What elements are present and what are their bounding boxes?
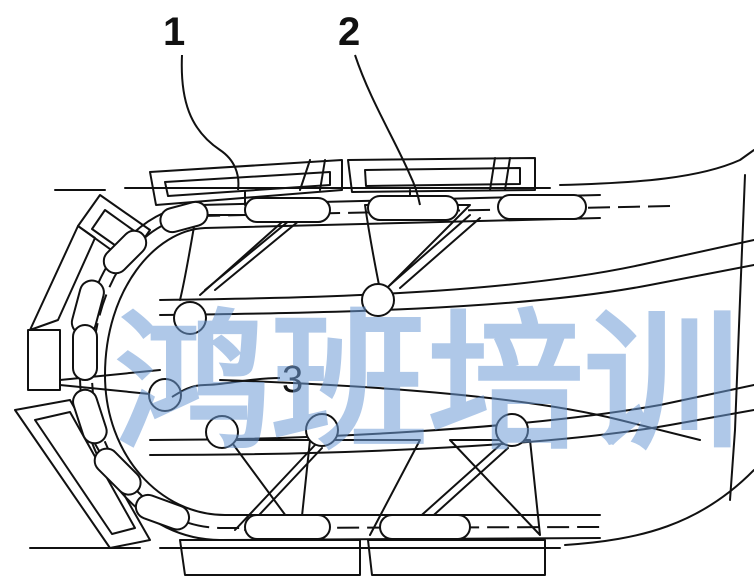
chain-link — [102, 229, 148, 275]
chain-link — [244, 197, 331, 223]
chain-link — [72, 388, 108, 445]
leader-line-3 — [171, 377, 281, 398]
chain-link — [497, 194, 587, 220]
inner-rail-5 — [219, 379, 701, 441]
pivot-roller — [205, 415, 239, 449]
chain-links — [70, 194, 587, 540]
pivot-roller — [361, 283, 395, 317]
right-vertical-edge — [729, 174, 746, 501]
inner-rail-2 — [159, 264, 754, 316]
chain-link — [93, 447, 142, 496]
bottom-bracket-1 — [179, 539, 361, 576]
bottom-bracket-2 — [367, 539, 546, 576]
leader-lines — [171, 54, 421, 398]
callout-label-3: 3 — [282, 359, 303, 401]
chain-link — [159, 200, 209, 234]
left-housing-bottom-inner — [34, 411, 136, 535]
pivot-roller — [173, 301, 207, 335]
center-chevron — [59, 369, 161, 396]
inner-rail-1 — [159, 239, 754, 301]
chain-link — [367, 195, 459, 221]
callout-label-2: 2 — [338, 10, 360, 54]
watermark: 鸿班培训 — [115, 297, 740, 471]
top-bracket-1 — [149, 159, 343, 206]
callout-label-1: 1 — [163, 10, 185, 54]
pivot-roller — [148, 378, 182, 412]
lower-support-left — [229, 439, 311, 536]
pivot-roller — [305, 413, 339, 447]
top-frame-line — [54, 187, 551, 191]
chain-link — [244, 514, 331, 540]
top-bracket-1-inner — [164, 171, 331, 197]
upper-strut-a — [204, 219, 301, 291]
right-housing-curve — [559, 149, 754, 186]
lower-struts — [234, 444, 509, 533]
left-housing-bottom — [14, 399, 151, 549]
pivot-rollers — [148, 283, 529, 449]
top-bracket-2-inner — [364, 167, 521, 187]
leader-line-2 — [354, 54, 421, 206]
lower-support-right — [449, 439, 541, 536]
upper-strut-b — [389, 214, 481, 289]
lower-support-mid — [319, 439, 421, 536]
left-housing-side — [27, 329, 61, 391]
chain-link — [72, 324, 98, 381]
pivot-roller — [495, 413, 529, 447]
inner-rail-4 — [149, 409, 754, 456]
leader-line-1 — [180, 54, 240, 191]
top-bracket-ribs — [244, 157, 511, 206]
chain-link — [134, 493, 191, 531]
chain-link — [379, 514, 471, 540]
left-housing-mid — [29, 225, 96, 331]
top-bracket-2 — [347, 157, 536, 193]
line-art — [14, 149, 754, 576]
right-housing-lower — [564, 469, 754, 546]
